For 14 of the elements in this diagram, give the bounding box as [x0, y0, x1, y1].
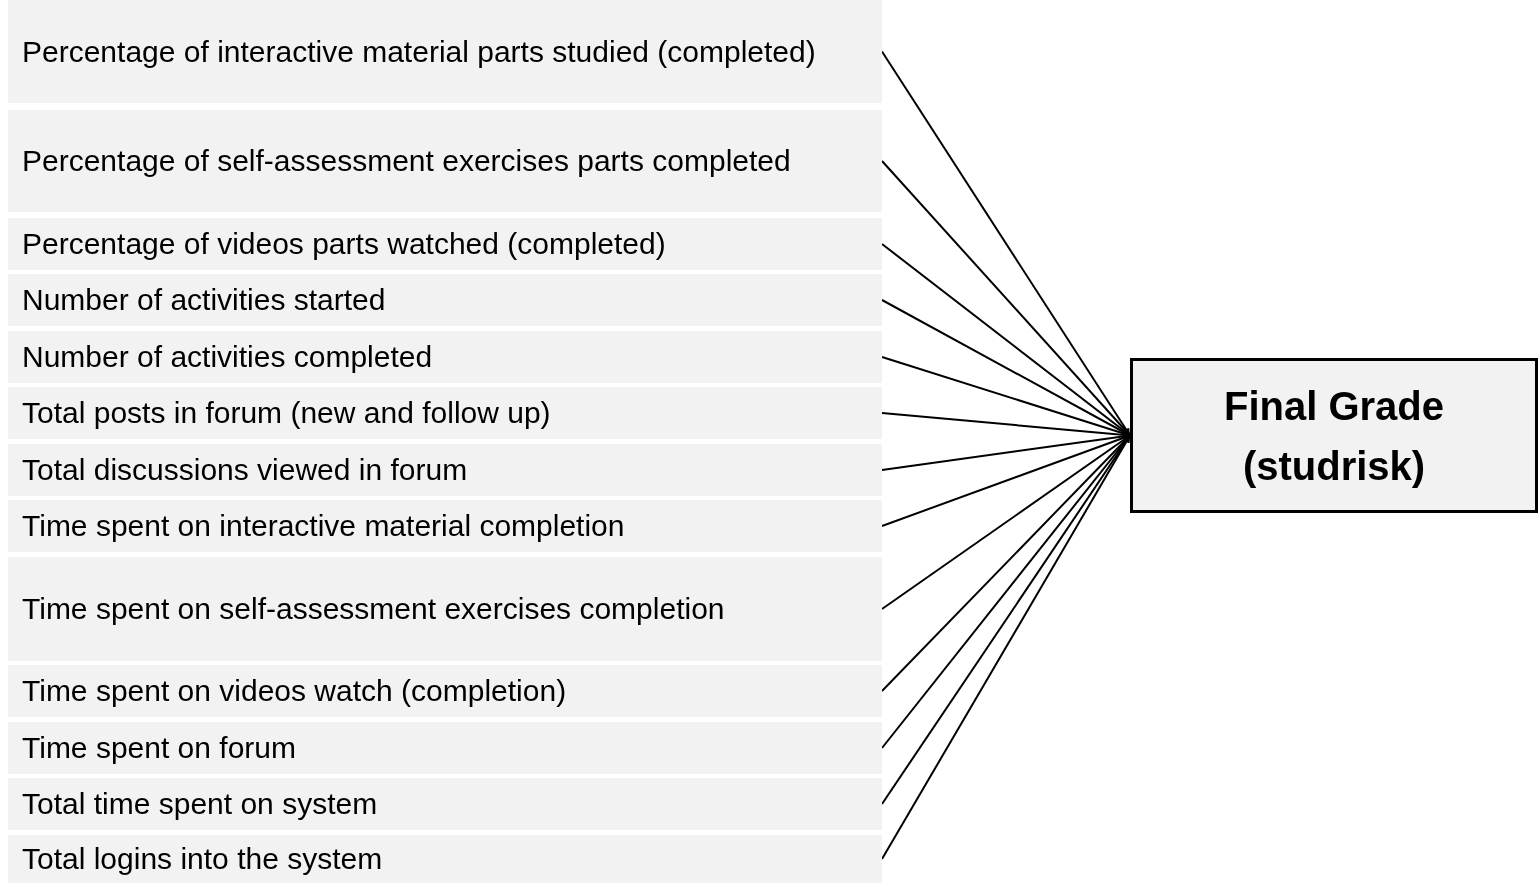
variable-row: Percentage of videos parts watched (completed) — [8, 218, 882, 270]
variable-row: Total discussions viewed in forum — [8, 444, 882, 496]
variable-row: Number of activities completed — [8, 331, 882, 383]
variable-row: Total posts in forum (new and follow up) — [8, 387, 882, 439]
outcome-box: Final Grade (studrisk) — [1130, 358, 1538, 513]
variable-row: Total logins into the system — [8, 835, 882, 883]
variable-row: Percentage of interactive material parts studied (completed) — [8, 0, 882, 103]
variable-row: Total time spent on system — [8, 778, 882, 830]
variable-row: Time spent on self-assessment exercises completion — [8, 557, 882, 661]
variable-row: Time spent on interactive material completion — [8, 500, 882, 552]
variable-row: Time spent on videos watch (completion) — [8, 665, 882, 717]
variable-row: Number of activities started — [8, 274, 882, 326]
variable-row: Time spent on forum — [8, 722, 882, 774]
variable-row: Percentage of self-assessment exercises parts completed — [8, 110, 882, 212]
